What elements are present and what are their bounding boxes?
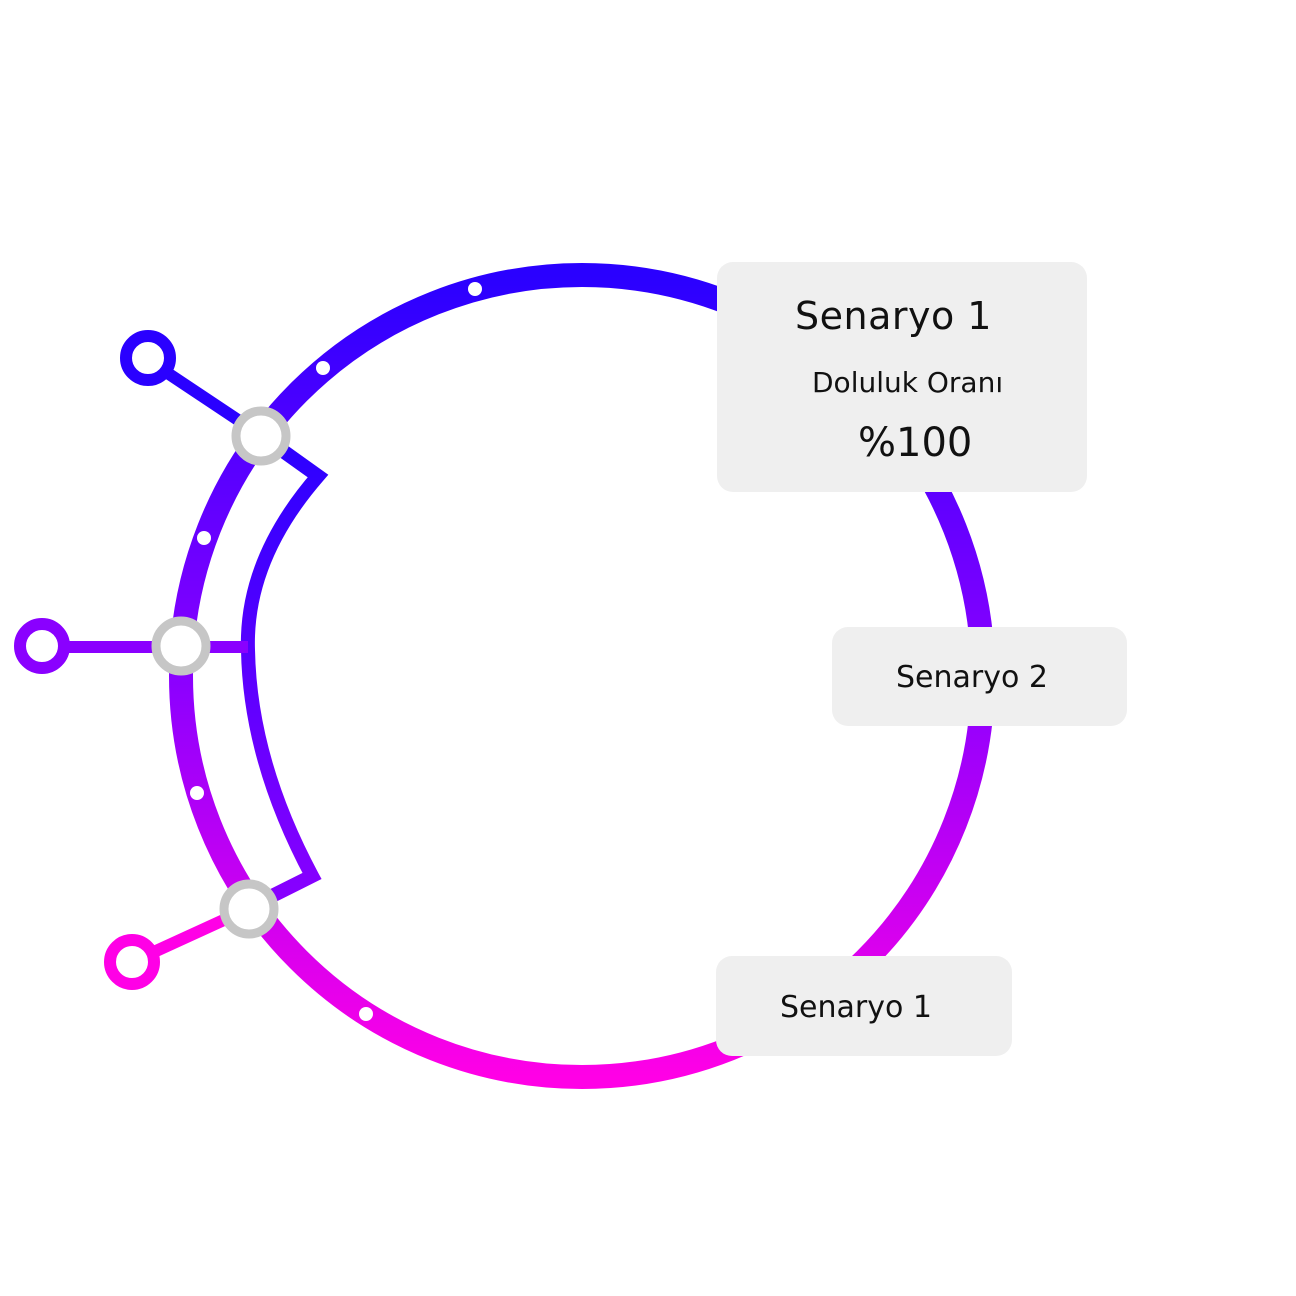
inner-bracket-path xyxy=(240,430,329,913)
ring-dot xyxy=(316,361,330,375)
ring-endpoint-icon[interactable] xyxy=(120,330,176,386)
circle-node-icon[interactable] xyxy=(151,616,211,676)
card-value: %100 xyxy=(858,420,973,466)
scenario-card-3[interactable]: Senaryo 1 xyxy=(716,956,1012,1056)
card-title: Senaryo 1 xyxy=(795,294,992,338)
ring-dot xyxy=(190,786,204,800)
circle-node-icon[interactable] xyxy=(219,879,279,939)
card-label: Senaryo 1 xyxy=(780,990,932,1025)
ring-endpoint-icon[interactable] xyxy=(14,618,70,674)
ring-endpoint-icon[interactable] xyxy=(104,934,160,990)
ring-dot xyxy=(359,1007,373,1021)
circle-node-icon[interactable] xyxy=(231,406,291,466)
card-subtitle: Doluluk Oranı xyxy=(812,366,1004,399)
ring-dot xyxy=(468,282,482,296)
card-label: Senaryo 2 xyxy=(896,660,1048,695)
ring-dot xyxy=(197,531,211,545)
scenario-card-main[interactable]: Senaryo 1 Doluluk Oranı %100 xyxy=(717,262,1087,492)
scenario-card-2[interactable]: Senaryo 2 xyxy=(832,627,1127,726)
